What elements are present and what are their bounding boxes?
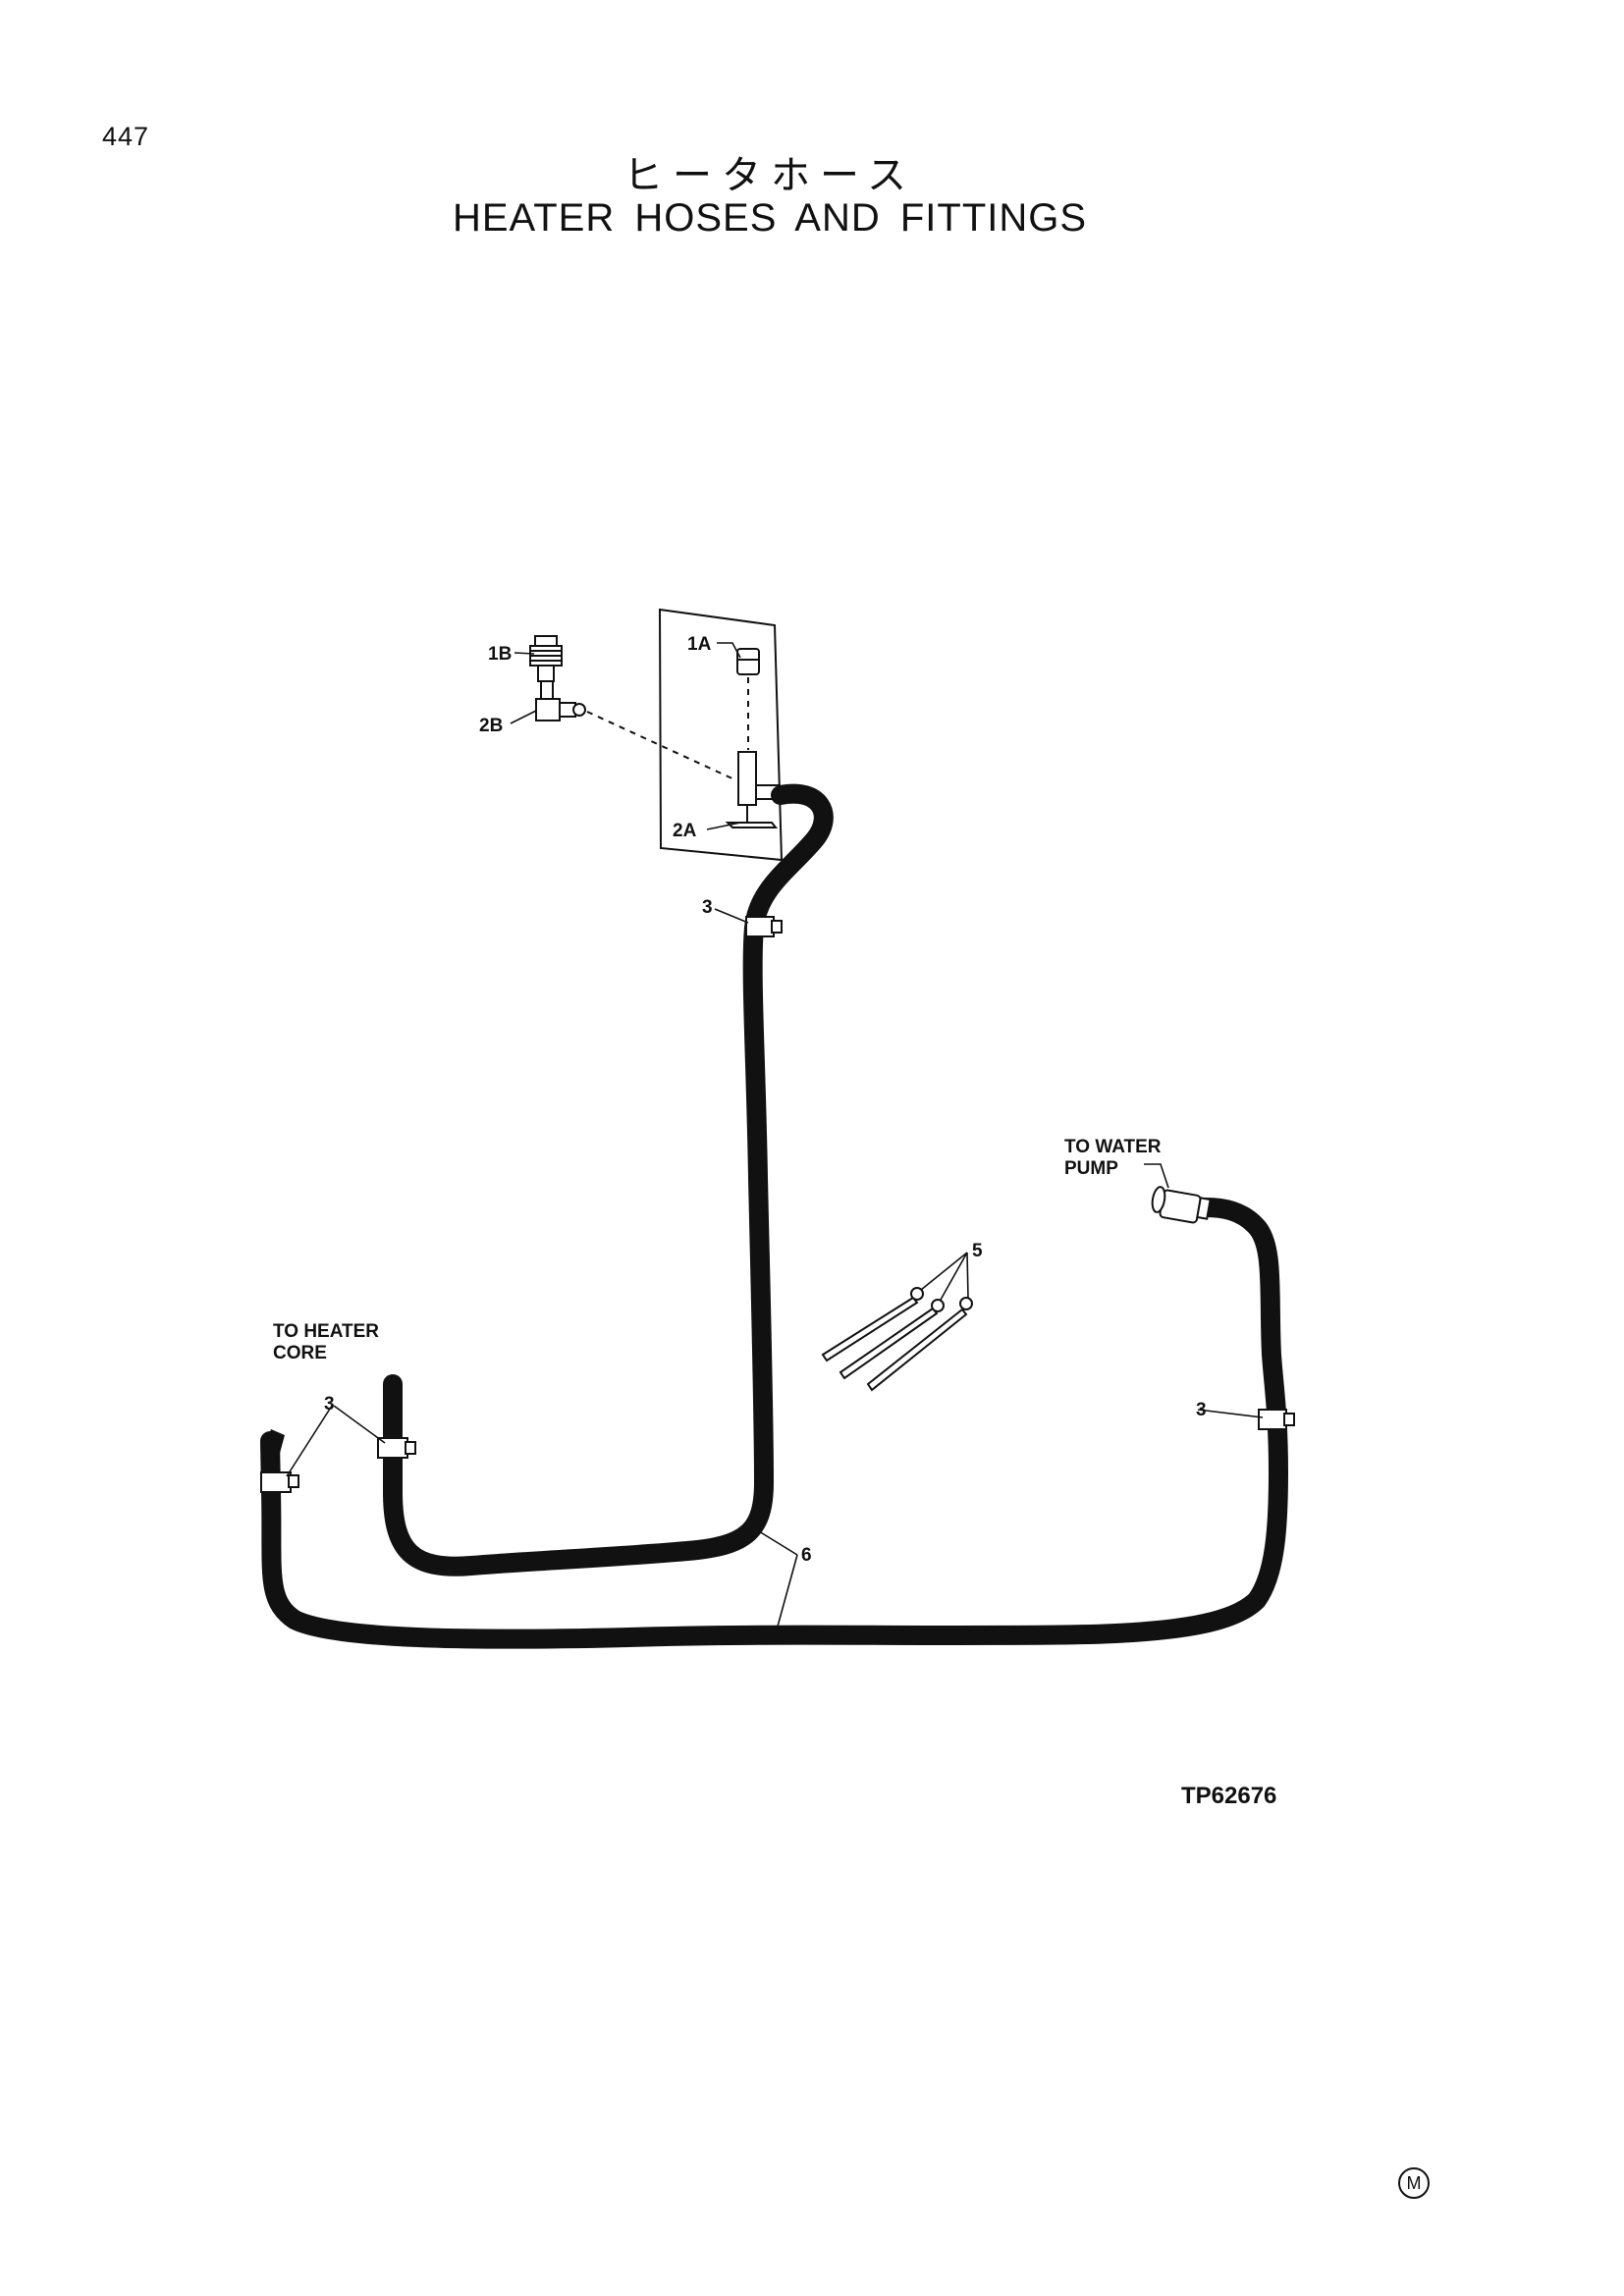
hose-clamp-right: [1258, 1409, 1295, 1430]
elbow-fitting-2b: [535, 680, 586, 721]
hose-upper: [383, 783, 834, 1576]
note-to-water-pump-line2: PUMP: [1064, 1158, 1118, 1179]
callout-3-left: 3: [324, 1394, 335, 1415]
callout-3-top: 3: [702, 897, 713, 918]
hose-lower: [260, 1198, 1288, 1649]
cap-fitting-1a: [736, 648, 760, 675]
title-japanese: ヒータホース: [623, 153, 916, 198]
note-to-heater-core-line2: CORE: [273, 1343, 327, 1363]
hose-clamp-mid: [377, 1437, 416, 1459]
callout-2a: 2A: [673, 821, 697, 841]
leader-lines: [286, 642, 1264, 1634]
hose-clamp-top: [745, 916, 783, 937]
hose-end-left: [263, 1429, 285, 1457]
water-pump-fitting: [1151, 1186, 1212, 1224]
mounting-panel: [658, 608, 784, 862]
callout-6: 6: [801, 1545, 812, 1566]
callout-3-right: 3: [1196, 1400, 1207, 1420]
hose-clamp-left: [260, 1471, 299, 1493]
cable-straps: [821, 1287, 973, 1392]
callout-1b: 1B: [488, 644, 512, 665]
plug-fitting-1b: [529, 635, 563, 682]
note-to-heater-core-line1: TO HEATER: [273, 1321, 379, 1342]
drawing-number: TP62676: [1181, 1783, 1277, 1809]
assembly-lines: [586, 677, 749, 781]
page-number: 447: [102, 122, 150, 151]
callout-2b: 2B: [479, 716, 503, 736]
note-to-water-pump-line1: TO WATER: [1064, 1137, 1162, 1157]
circled-m-icon: M: [1398, 2167, 1430, 2199]
title-english: HEATER HOSES AND FITTINGS: [452, 196, 1088, 240]
callout-1a: 1A: [687, 634, 712, 655]
tee-fitting-2a: [725, 751, 781, 828]
callout-5: 5: [972, 1241, 983, 1261]
